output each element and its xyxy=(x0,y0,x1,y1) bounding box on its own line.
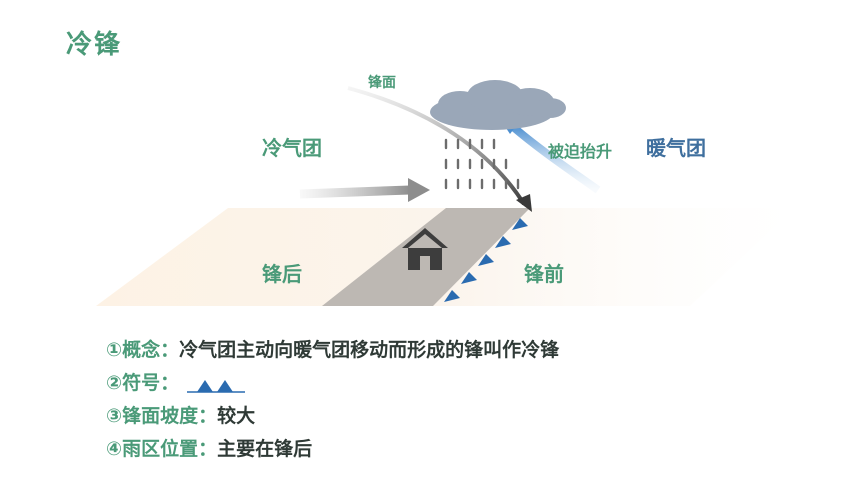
cold-air-arrowhead xyxy=(408,178,430,202)
note-text: 冷气团主动向暖气团移动而形成的锋叫作冷锋 xyxy=(179,339,560,361)
front-surface-curve xyxy=(347,86,526,206)
note-key: ④雨区位置： xyxy=(106,438,218,460)
notes-list: ①概念： 冷气团主动向暖气团移动而形成的锋叫作冷锋 ②符号： ③锋面坡度： 较大… xyxy=(106,334,559,466)
note-slope: ③锋面坡度： 较大 xyxy=(106,400,559,433)
page-title: 冷锋 xyxy=(66,30,123,60)
front-symbols xyxy=(444,218,528,302)
warm-air-arrow xyxy=(509,122,601,194)
note-key: ①概念： xyxy=(106,339,180,361)
ahead-front-label: 锋前 xyxy=(524,262,564,286)
note-key: ③锋面坡度： xyxy=(106,405,218,427)
note-symbol: ②符号： xyxy=(106,367,559,400)
note-concept: ①概念： 冷气团主动向暖气团移动而形成的锋叫作冷锋 xyxy=(106,334,559,367)
rain-area xyxy=(444,138,520,190)
front-surface-arrowhead xyxy=(516,194,532,212)
house-icon xyxy=(402,228,448,270)
forced-lift-label: 被迫抬升 xyxy=(548,142,613,161)
note-text: 主要在锋后 xyxy=(217,438,313,460)
cold-front-symbol-icon xyxy=(185,373,247,395)
warm-air-mass-label: 暖气团 xyxy=(646,136,706,160)
cold-air-mass-label: 冷气团 xyxy=(262,136,322,160)
cold-air-arrow xyxy=(299,185,411,199)
cloud-icon xyxy=(430,80,566,130)
front-surface-label: 锋面 xyxy=(368,75,396,91)
behind-front-label: 锋后 xyxy=(262,262,302,286)
note-text: 较大 xyxy=(217,405,256,427)
note-rain-area: ④雨区位置： 主要在锋后 xyxy=(106,433,559,466)
note-key: ②符号： xyxy=(106,372,180,394)
